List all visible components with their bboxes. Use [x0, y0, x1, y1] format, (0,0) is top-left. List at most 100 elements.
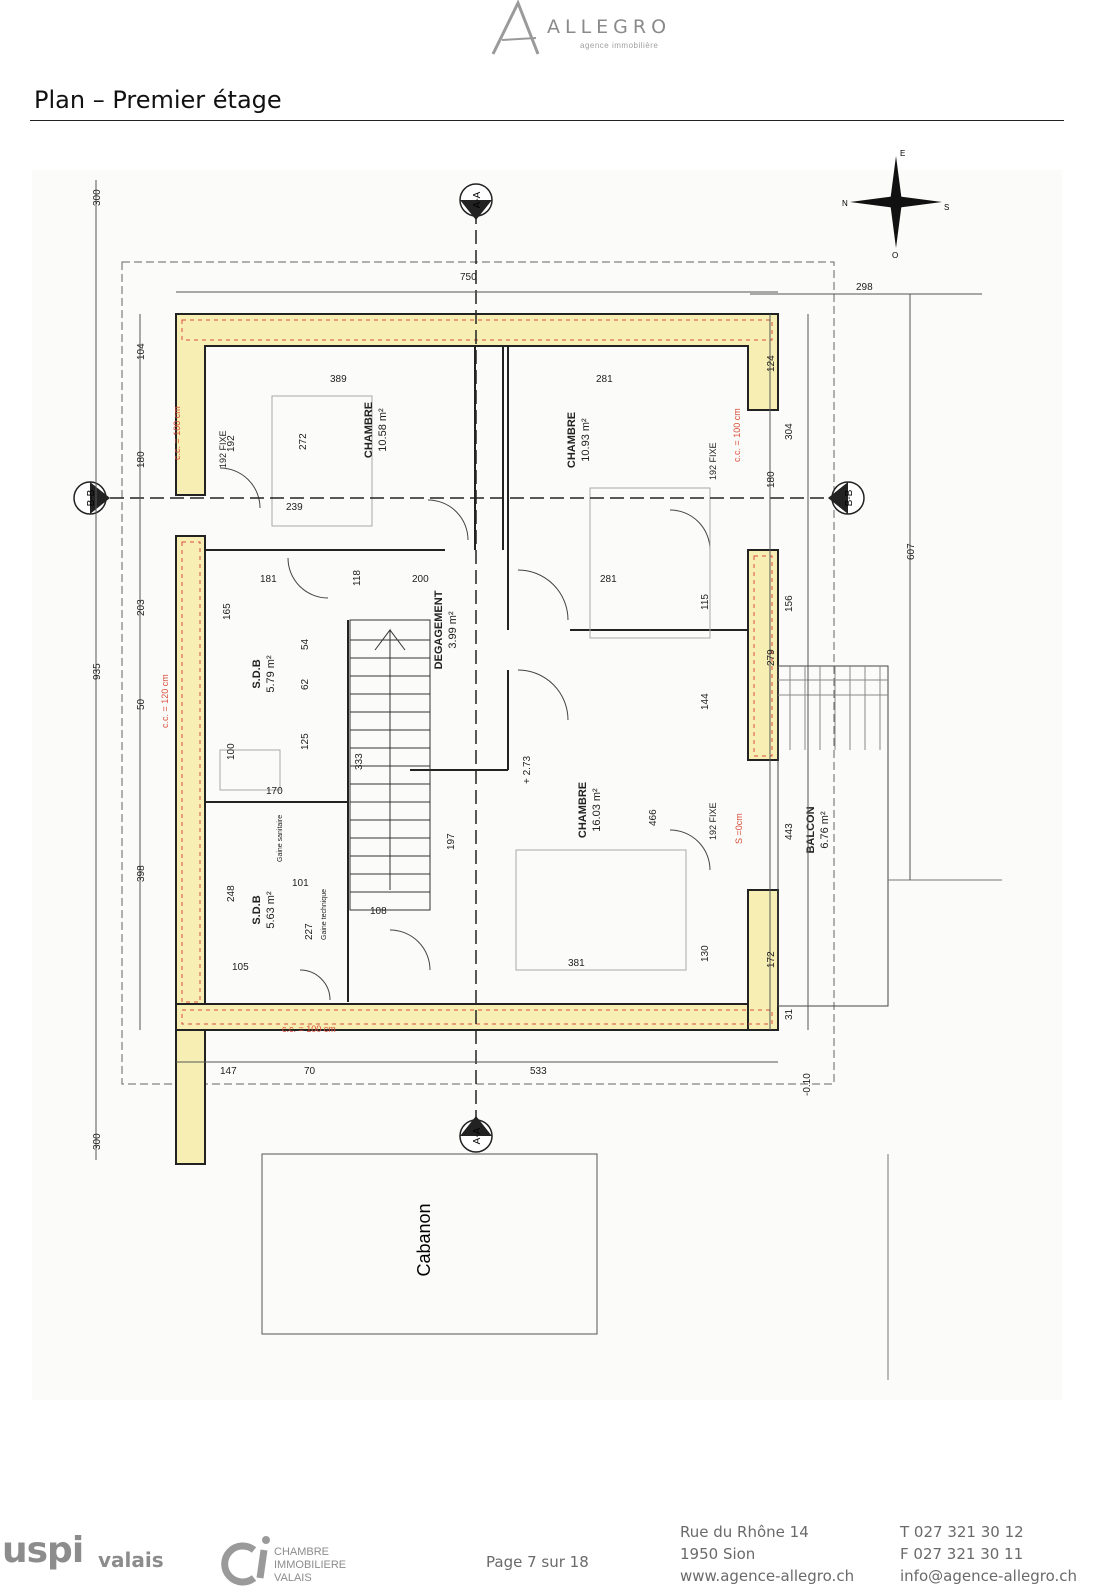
svg-text:443: 443 — [784, 823, 795, 840]
svg-text:118: 118 — [352, 570, 363, 586]
svg-text:281: 281 — [596, 374, 613, 385]
allegro-logo-mark — [491, 0, 540, 55]
svg-text:192 FIXE: 192 FIXE — [218, 430, 228, 468]
svg-text:B-B: B-B — [844, 489, 855, 506]
room-name: BALCON — [805, 806, 817, 853]
uspi-logo-sub: valais — [98, 1548, 164, 1572]
room-name: DEGAGEMENT — [433, 590, 445, 669]
svg-text:181: 181 — [260, 574, 277, 585]
dimension-lines — [95, 180, 982, 1160]
svg-text:S: S — [944, 203, 949, 212]
svg-text:c.c. = 100 cm: c.c. = 100 cm — [282, 1024, 336, 1034]
room-area: 5.79 m² — [265, 655, 277, 693]
svg-text:333: 333 — [354, 753, 365, 770]
svg-text:31: 31 — [784, 1008, 795, 1020]
brick-pattern-east — [753, 555, 773, 757]
svg-text:+ 2.73: + 2.73 — [522, 755, 533, 784]
svg-text:180: 180 — [136, 451, 147, 468]
furniture — [219, 395, 711, 971]
uspi-logo: uspi — [2, 1530, 84, 1571]
svg-text:70: 70 — [304, 1066, 316, 1077]
svg-text:750: 750 — [460, 272, 477, 283]
svg-text:192: 192 — [226, 435, 237, 452]
section-marker-b-right: B-B — [828, 481, 865, 515]
svg-text:144: 144 — [700, 693, 711, 710]
room-name: CHAMBRE — [577, 782, 589, 838]
svg-text:935: 935 — [92, 663, 103, 680]
svg-text:115: 115 — [700, 594, 711, 610]
agency-contact: T 027 321 30 12 F 027 321 30 11 info@age… — [900, 1523, 1078, 1585]
svg-text:248: 248 — [226, 885, 237, 902]
room-name: CHAMBRE — [363, 402, 375, 458]
svg-text:Gaine sanitaire: Gaine sanitaire — [277, 815, 284, 862]
svg-text:304: 304 — [784, 423, 795, 440]
dimension-labels: 750 298 935 300 300 104 180 203 50 398 1… — [92, 189, 917, 1150]
svg-text:227: 227 — [304, 923, 315, 940]
room-name: CHAMBRE — [566, 412, 578, 468]
svg-text:B-B: B-B — [86, 489, 97, 506]
svg-text:192 FIXE: 192 FIXE — [708, 442, 718, 480]
brand-tagline: agence immobilière — [580, 41, 659, 50]
wall-south — [175, 1003, 779, 1031]
svg-text:108: 108 — [370, 906, 387, 917]
svg-text:O: O — [892, 251, 898, 260]
chamber-logo-mark — [221, 1536, 270, 1586]
svg-text:50: 50 — [136, 698, 147, 710]
window-notes: c.c. = 100 cm c.c. = 100 cm c.c. = 120 c… — [160, 406, 744, 1034]
room-area: 3.99 m² — [447, 611, 459, 649]
brick-pattern-south — [181, 1009, 773, 1025]
brick-pattern-north — [181, 319, 773, 341]
svg-text:105: 105 — [232, 962, 249, 973]
compass-icon: E N S O — [842, 150, 949, 260]
svg-text:156: 156 — [784, 595, 795, 612]
svg-text:281: 281 — [600, 574, 617, 585]
svg-text:180: 180 — [766, 471, 777, 488]
window-labels: 192 FIXE 192 FIXE 192 FIXE Gaine sanitai… — [218, 430, 718, 940]
room-area: 5.63 m² — [265, 891, 277, 929]
email-link[interactable]: info@agence-allegro.ch — [900, 1567, 1078, 1585]
svg-text:100: 100 — [226, 743, 237, 760]
svg-text:272: 272 — [298, 433, 309, 450]
svg-text:125: 125 — [300, 733, 311, 750]
room-area: 6.76 m² — [819, 811, 831, 849]
wall-west — [175, 535, 206, 1165]
room-name: S.D.B — [251, 895, 263, 924]
svg-text:300: 300 — [92, 189, 103, 206]
svg-text:S =0cm: S =0cm — [734, 813, 744, 844]
svg-text:-0.10: -0.10 — [802, 1073, 813, 1096]
svg-text:607: 607 — [906, 543, 917, 560]
chamber-logo-text: CHAMBRE IMMOBILIERE VALAIS — [274, 1546, 347, 1584]
footprint-outline — [121, 261, 835, 1085]
wall-north — [175, 313, 779, 496]
svg-text:239: 239 — [286, 502, 303, 513]
svg-text:200: 200 — [412, 574, 429, 585]
svg-text:54: 54 — [300, 638, 311, 650]
svg-text:298: 298 — [856, 282, 873, 293]
svg-text:466: 466 — [648, 809, 659, 826]
svg-text:130: 130 — [700, 945, 711, 962]
website-link[interactable]: www.agence-allegro.ch — [680, 1567, 855, 1585]
balcony-hatch — [778, 666, 888, 750]
brand-name: ALLEGRO — [547, 16, 672, 38]
svg-text:104: 104 — [136, 343, 147, 360]
interior-walls — [205, 346, 748, 1002]
cabanon-outline — [261, 1153, 598, 1335]
page-title: Plan – Premier étage — [34, 86, 282, 114]
section-marker-b-left: B-B — [73, 481, 110, 515]
svg-text:381: 381 — [568, 958, 585, 969]
room-area: 10.58 m² — [377, 408, 389, 452]
balcony-outline — [777, 665, 889, 1007]
svg-text:124: 124 — [766, 355, 777, 372]
room-area: 16.03 m² — [591, 788, 603, 832]
svg-text:147: 147 — [220, 1066, 237, 1077]
room-name: S.D.B — [251, 659, 263, 688]
svg-text:A-A: A-A — [472, 1127, 483, 1144]
svg-text:172: 172 — [766, 951, 777, 968]
page-number: Page 7 sur 18 — [486, 1553, 589, 1571]
door-swings — [219, 467, 711, 1001]
agency-address: Rue du Rhône 14 1950 Sion www.agence-all… — [680, 1523, 855, 1585]
svg-text:Gaine technique: Gaine technique — [321, 889, 328, 940]
svg-text:101: 101 — [292, 878, 309, 889]
svg-text:E: E — [900, 150, 905, 158]
svg-text:533: 533 — [530, 1066, 547, 1077]
